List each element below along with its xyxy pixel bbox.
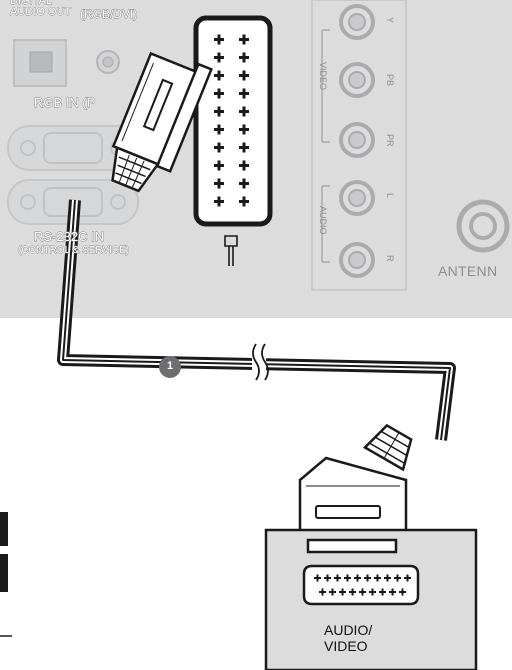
tv-scart-socket [193,15,273,227]
jack-pr-label: PR [385,134,395,147]
scart-cable [57,199,456,441]
rgb-audio-jack [96,50,120,74]
digital-audio-out-port [13,39,67,87]
jack-pr [339,122,375,158]
antenna-label: ANTENN [438,263,498,279]
scart-plug-device [362,423,413,472]
control-service-label: (CONTROL & SERVICE) [18,245,130,256]
av-jack-block [311,0,407,291]
step-badge [159,356,181,378]
jack-r [339,242,375,278]
scart-plug-tv [111,51,213,193]
scart-symbol-icon [224,235,238,266]
jack-pb [339,62,375,98]
rs232c-in-label: RS-232C IN [34,229,105,244]
device-scart-socket [302,564,420,606]
video-group-label: VIDEO [318,62,328,91]
rgb-dvi-label: (RGB/DVI) [80,7,138,21]
jack-pb-label: PB [385,74,395,87]
digital-audio-out-label: DIGITAL AUDIO OUT [10,0,72,18]
audio-group-label: AUDIO [318,206,328,235]
antenna-port [456,199,510,253]
jack-l-label: L [385,193,395,199]
jack-l [339,180,375,216]
scart-pins [214,34,249,207]
rgb-in-label: RGB IN (P [34,95,96,110]
page-edge-marks [0,512,12,637]
jack-y-label: Y [385,17,395,24]
av-device [264,528,478,670]
jack-r-label: R [385,255,395,262]
jack-y [339,4,375,40]
device-label: AUDIO/ VIDEO [324,622,373,654]
step-number: 1 [166,360,174,372]
tv-back-panel [0,0,512,318]
